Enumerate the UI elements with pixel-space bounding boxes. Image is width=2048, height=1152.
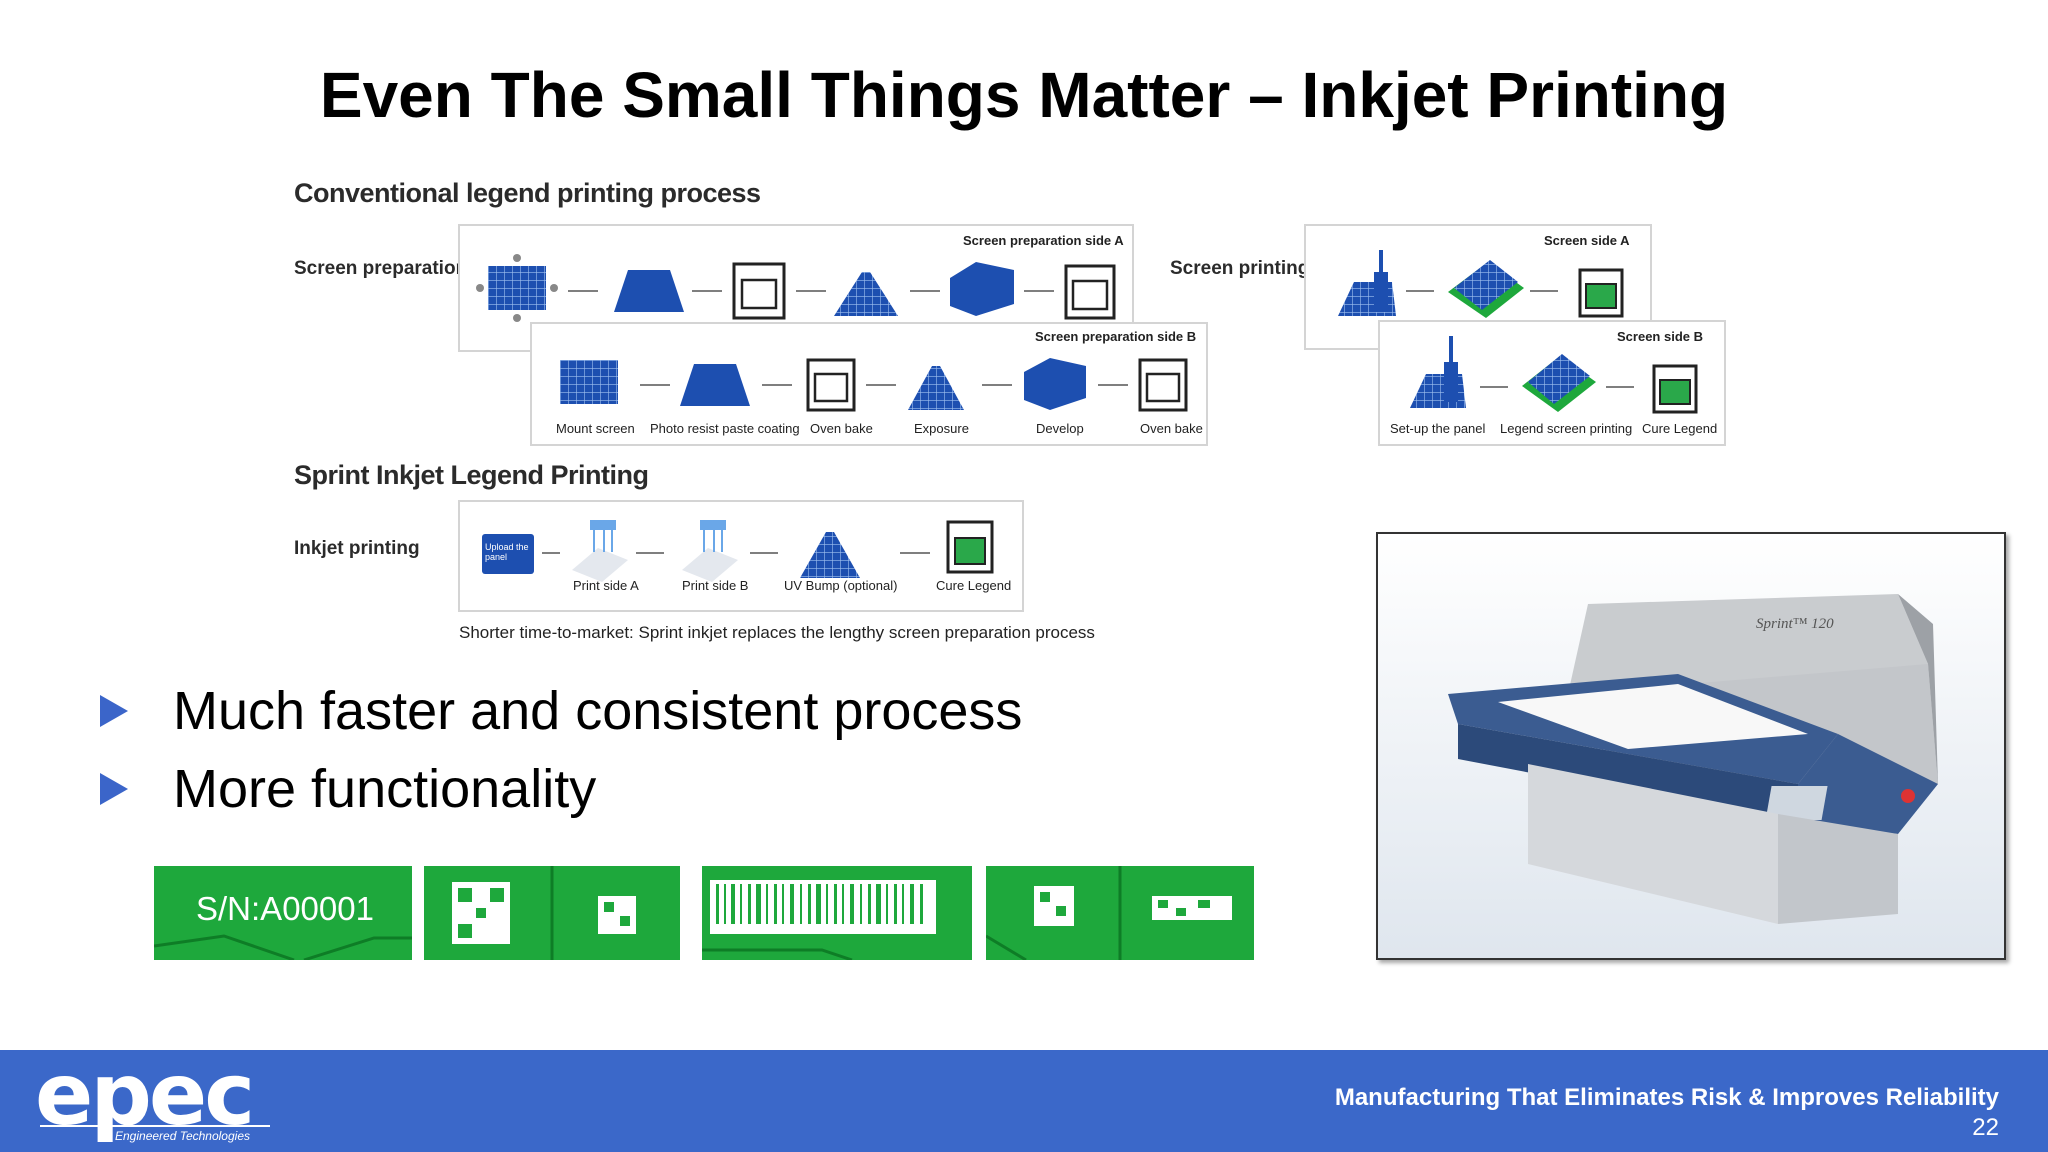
cure-legend-icon — [946, 520, 994, 574]
develop-icon-a — [950, 262, 1014, 316]
oven-icon-a — [732, 262, 786, 320]
screen-prep-side-b-box — [530, 322, 1208, 446]
upload-panel-text: Upload the panel — [485, 542, 529, 562]
step-cure-legend-inkjet: Cure Legend — [936, 578, 1012, 593]
page-number: 22 — [1972, 1114, 1999, 1141]
step-setup-panel: Set-up the panel — [1390, 421, 1486, 436]
oven-icon-b2 — [1138, 358, 1188, 412]
inkjet-printing-box — [458, 500, 1024, 612]
step-cure-legend: Cure Legend — [1642, 421, 1718, 436]
cure-icon-b — [1652, 364, 1698, 414]
step-develop: Develop — [1036, 421, 1084, 436]
inkjet-printer-illustration — [1448, 594, 1938, 924]
screen-preparation-label: Screen preparation — [294, 258, 468, 279]
screen-prep-side-a-label: Screen preparation side A — [963, 233, 1124, 248]
exposure-icon-b — [908, 366, 964, 410]
diagram-caption: Shorter time-to-market: Sprint inkjet re… — [459, 623, 1095, 642]
step-uv-bump: UV Bump (optional) — [784, 578, 898, 593]
epec-logo: epec — [35, 1045, 255, 1145]
datamatrix-sample — [986, 866, 1254, 960]
inkjet-printing-label: Inkjet printing — [294, 538, 420, 559]
step-photo-resist: Photo resist paste coating — [650, 421, 800, 436]
cure-icon-a — [1578, 268, 1624, 318]
bullet-text: Much faster and consistent process — [173, 681, 1023, 741]
logo-subtitle: Engineered Technologies — [115, 1129, 250, 1143]
develop-icon-b — [1024, 358, 1086, 410]
footer-tagline: Manufacturing That Eliminates Risk & Imp… — [1334, 1084, 1999, 1111]
screen-printing-label: Screen printing — [1170, 258, 1310, 279]
bullet-item: More functionality — [100, 750, 1022, 828]
step-oven-bake-1: Oven bake — [810, 421, 873, 436]
machine-model-text: Sprint™ 120 — [1756, 616, 1834, 632]
mount-screen-icon-b — [560, 360, 618, 404]
oven-icon-b — [806, 358, 856, 412]
exposure-icon-a — [834, 272, 898, 316]
serial-number-sample: S/N:A00001 — [154, 866, 412, 960]
step-print-side-b: Print side B — [682, 578, 749, 593]
inkjet-printer-photo: Sprint™ 120 — [1376, 532, 2006, 960]
qr-code-sample — [424, 866, 680, 960]
serial-number-text: S/N:A00001 — [196, 890, 374, 927]
bullet-arrow-icon — [100, 773, 128, 805]
sprint-inkjet-title: Sprint Inkjet Legend Printing — [294, 460, 649, 490]
conventional-process-title: Conventional legend printing process — [294, 178, 761, 208]
step-exposure: Exposure — [914, 421, 969, 436]
step-mount-screen: Mount screen — [556, 421, 635, 436]
footer-bar — [0, 1050, 2048, 1152]
setup-panel-icon-a — [1338, 250, 1396, 316]
barcode-sample — [702, 866, 972, 960]
screen-prep-side-b-label: Screen preparation side B — [1035, 329, 1197, 344]
upload-panel-icon — [482, 534, 534, 574]
bullet-text: More functionality — [173, 759, 597, 819]
step-legend-screen-printing: Legend screen printing — [1500, 421, 1633, 436]
print-side-b-icon — [682, 520, 738, 582]
bullet-arrow-icon — [100, 695, 128, 727]
setup-panel-icon-b — [1410, 336, 1466, 408]
oven-icon-a2 — [1064, 264, 1116, 320]
step-print-side-a: Print side A — [573, 578, 639, 593]
photoresist-icon-b — [680, 364, 750, 406]
mount-screen-icon-a — [476, 254, 558, 322]
photoresist-icon-a — [614, 270, 684, 312]
uv-bump-icon — [800, 532, 860, 578]
bullet-list: Much faster and consistent process More … — [100, 672, 1022, 828]
bullet-item: Much faster and consistent process — [100, 672, 1022, 750]
print-side-a-icon — [572, 520, 628, 582]
screen-side-a-label: Screen side A — [1544, 233, 1630, 248]
slide-title: Even The Small Things Matter – Inkjet Pr… — [319, 59, 1729, 131]
screen-side-b-label: Screen side B — [1617, 329, 1703, 344]
logo-underline — [40, 1125, 270, 1127]
step-oven-bake-2: Oven bake — [1140, 421, 1203, 436]
